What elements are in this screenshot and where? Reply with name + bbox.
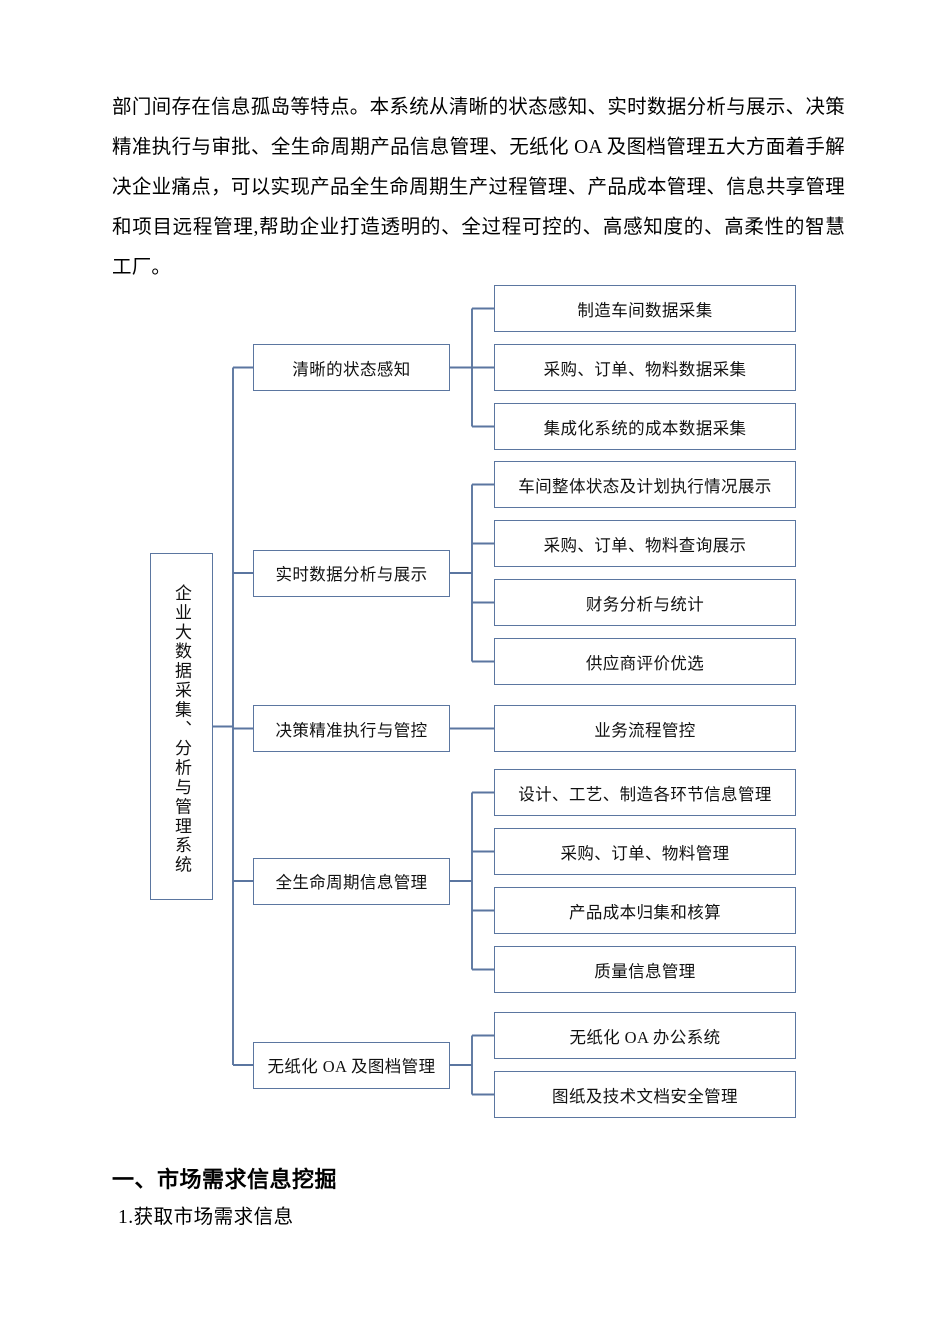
leaf-node-3-2: 产品成本归集和核算 xyxy=(494,887,796,934)
leaf-node-0-0: 制造车间数据采集 xyxy=(494,285,796,332)
root-node: 企业大数据采集、分析与管理系统 xyxy=(150,553,213,900)
leaf-node-3-1: 采购、订单、物料管理 xyxy=(494,828,796,875)
leaf-node-1-0: 车间整体状态及计划执行情况展示 xyxy=(494,461,796,508)
branch-node-2: 决策精准执行与管控 xyxy=(253,705,450,752)
leaf-node-3-3: 质量信息管理 xyxy=(494,946,796,993)
leaf-node-2-0: 业务流程管控 xyxy=(494,705,796,752)
leaf-node-3-0: 设计、工艺、制造各环节信息管理 xyxy=(494,769,796,816)
leaf-node-0-1: 采购、订单、物料数据采集 xyxy=(494,344,796,391)
section-subheading-1: 1.获取市场需求信息 xyxy=(118,1207,294,1228)
leaf-node-1-2: 财务分析与统计 xyxy=(494,579,796,626)
section-heading-1: 一、市场需求信息挖掘 xyxy=(112,1167,338,1192)
org-chart-diagram: 企业大数据采集、分析与管理系统 清晰的状态感知制造车间数据采集采购、订单、物料数据… xyxy=(0,262,950,1132)
leaf-node-4-0: 无纸化 OA 办公系统 xyxy=(494,1012,796,1059)
branch-node-1: 实时数据分析与展示 xyxy=(253,549,450,597)
diagram-connectors xyxy=(213,307,494,1096)
leaf-node-1-1: 采购、订单、物料查询展示 xyxy=(494,520,796,567)
leaf-node-4-1: 图纸及技术文档安全管理 xyxy=(494,1071,796,1118)
branch-node-4: 无纸化 OA 及图档管理 xyxy=(253,1041,450,1089)
intro-paragraph: 部门间存在信息孤岛等特点。本系统从清晰的状态感知、实时数据分析与展示、决策精准执… xyxy=(112,97,845,278)
leaf-node-0-2: 集成化系统的成本数据采集 xyxy=(494,403,796,450)
leaf-node-1-3: 供应商评价优选 xyxy=(494,638,796,685)
branch-node-3: 全生命周期信息管理 xyxy=(253,857,450,905)
branch-node-0: 清晰的状态感知 xyxy=(253,344,450,391)
